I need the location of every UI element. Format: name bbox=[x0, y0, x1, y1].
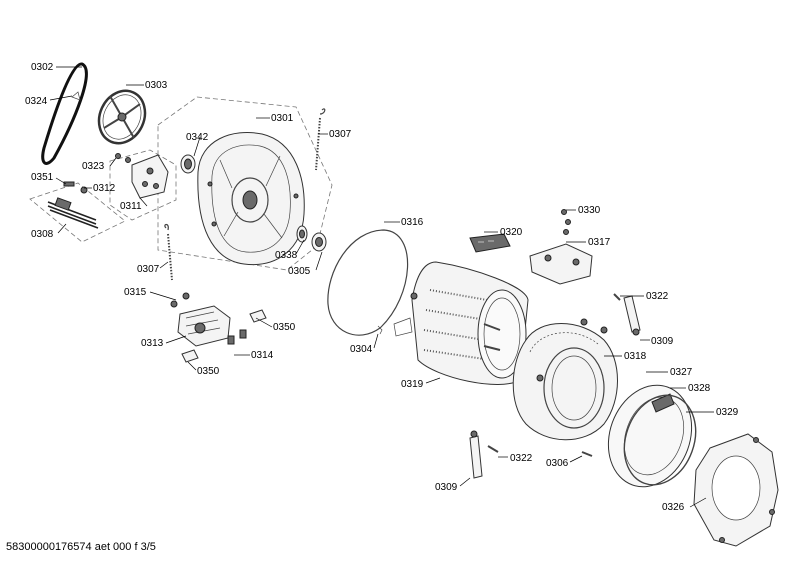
label-0330: 0330 bbox=[578, 205, 601, 216]
counterweight-0317 bbox=[529, 243, 593, 285]
label-0309-upper: 0309 bbox=[651, 336, 674, 347]
bearing-bracket bbox=[131, 154, 169, 199]
rear-tub-half bbox=[197, 132, 305, 266]
belt-clip bbox=[71, 91, 81, 101]
counterweight-0320 bbox=[469, 233, 511, 253]
shaft-seal-0342 bbox=[180, 154, 196, 174]
label-0313: 0313 bbox=[141, 338, 164, 349]
shock-absorber-lower bbox=[469, 430, 483, 479]
label-0351: 0351 bbox=[31, 172, 54, 183]
seal-retainer-0328 bbox=[651, 393, 675, 413]
door-frame-panel bbox=[693, 433, 779, 547]
motor-screw-0314 bbox=[227, 329, 247, 345]
tub-gasket-ring bbox=[327, 229, 409, 336]
label-0307-lower: 0307 bbox=[137, 264, 160, 275]
label-0302: 0302 bbox=[31, 62, 54, 73]
label-0318: 0318 bbox=[624, 351, 647, 362]
label-0307-upper: 0307 bbox=[329, 129, 352, 140]
label-0316: 0316 bbox=[401, 217, 424, 228]
label-0317: 0317 bbox=[588, 237, 611, 248]
label-0322-upper: 0322 bbox=[646, 291, 669, 302]
label-0312: 0312 bbox=[93, 183, 116, 194]
washing-drum bbox=[393, 261, 529, 385]
drive-motor bbox=[177, 305, 231, 347]
drive-belt bbox=[41, 62, 88, 165]
heater-group-outline bbox=[29, 182, 126, 243]
shock-absorber-upper bbox=[623, 295, 641, 336]
label-0326: 0326 bbox=[662, 502, 685, 513]
label-0315: 0315 bbox=[124, 287, 147, 298]
damper-pin-0350-lower bbox=[181, 349, 199, 363]
label-0329: 0329 bbox=[716, 407, 739, 418]
label-0311: 0311 bbox=[120, 201, 142, 212]
heating-element bbox=[47, 197, 99, 229]
damper-pin-0322-lower bbox=[487, 445, 499, 453]
bearing-0338 bbox=[296, 225, 308, 243]
sensor-0351 bbox=[63, 181, 75, 187]
seal-0312 bbox=[80, 186, 88, 194]
screw-0306 bbox=[581, 451, 593, 457]
label-0301: 0301 bbox=[271, 113, 294, 124]
leader-lines bbox=[49, 66, 714, 508]
label-0342: 0342 bbox=[186, 132, 209, 143]
damper-pin-0322-upper bbox=[613, 293, 621, 301]
front-tub-half bbox=[512, 318, 618, 441]
label-0305: 0305 bbox=[288, 266, 311, 277]
label-0350-lower: 0350 bbox=[197, 366, 220, 377]
label-0320: 0320 bbox=[500, 227, 523, 238]
label-0306: 0306 bbox=[546, 458, 569, 469]
label-0350-upper: 0350 bbox=[273, 322, 296, 333]
tub-spring-lower bbox=[164, 223, 173, 281]
seal-clamp-ring-0329 bbox=[623, 394, 697, 486]
label-0327: 0327 bbox=[670, 367, 693, 378]
bearing-0305 bbox=[311, 232, 327, 252]
label-0323: 0323 bbox=[82, 161, 105, 172]
label-0314: 0314 bbox=[251, 350, 274, 361]
bearing-bracket-outline bbox=[109, 149, 177, 221]
screws-0330 bbox=[561, 209, 571, 235]
label-0309-lower: 0309 bbox=[435, 482, 458, 493]
document-footer-id: 58300000176574 aet 000 f 3/5 bbox=[6, 541, 156, 553]
screws-0323 bbox=[115, 153, 131, 163]
label-0304: 0304 bbox=[350, 344, 373, 355]
label-0324: 0324 bbox=[25, 96, 48, 107]
rear-tub-assembly-outline bbox=[157, 96, 333, 271]
motor-screws-0315 bbox=[170, 292, 190, 308]
label-0338: 0338 bbox=[275, 250, 298, 261]
label-0308: 0308 bbox=[31, 229, 54, 240]
label-0328: 0328 bbox=[688, 383, 711, 394]
clamp-screw bbox=[377, 325, 383, 335]
label-0319: 0319 bbox=[401, 379, 424, 390]
label-0322-lower: 0322 bbox=[510, 453, 533, 464]
damper-pin-0350-upper bbox=[249, 309, 267, 323]
pulley-wheel bbox=[97, 89, 147, 145]
tub-spring-upper bbox=[315, 108, 326, 171]
label-0303: 0303 bbox=[145, 80, 168, 91]
